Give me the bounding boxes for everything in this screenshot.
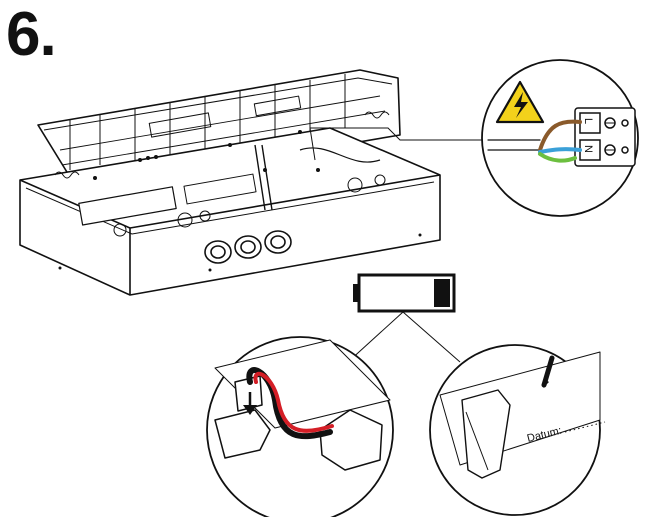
luminaire-housing bbox=[19, 69, 441, 296]
step-number: 6. bbox=[6, 0, 57, 69]
date-label-callout: Datum: bbox=[429, 344, 606, 516]
battery-cable bbox=[246, 367, 334, 440]
battery-connector-callout bbox=[206, 336, 394, 517]
high-voltage-warning-icon bbox=[495, 80, 545, 124]
pencil-icon bbox=[541, 355, 555, 388]
terminal-label-l: L bbox=[582, 118, 594, 124]
battery-low-icon bbox=[353, 273, 456, 313]
mains-wires bbox=[487, 119, 582, 163]
terminal-label-n: N bbox=[582, 145, 594, 153]
callout-leader-lines bbox=[309, 127, 486, 363]
cable-grommets bbox=[204, 230, 292, 264]
arrow-down-icon bbox=[243, 392, 257, 415]
terminal-block bbox=[574, 107, 636, 167]
terminal-callout: L N bbox=[481, 59, 639, 217]
